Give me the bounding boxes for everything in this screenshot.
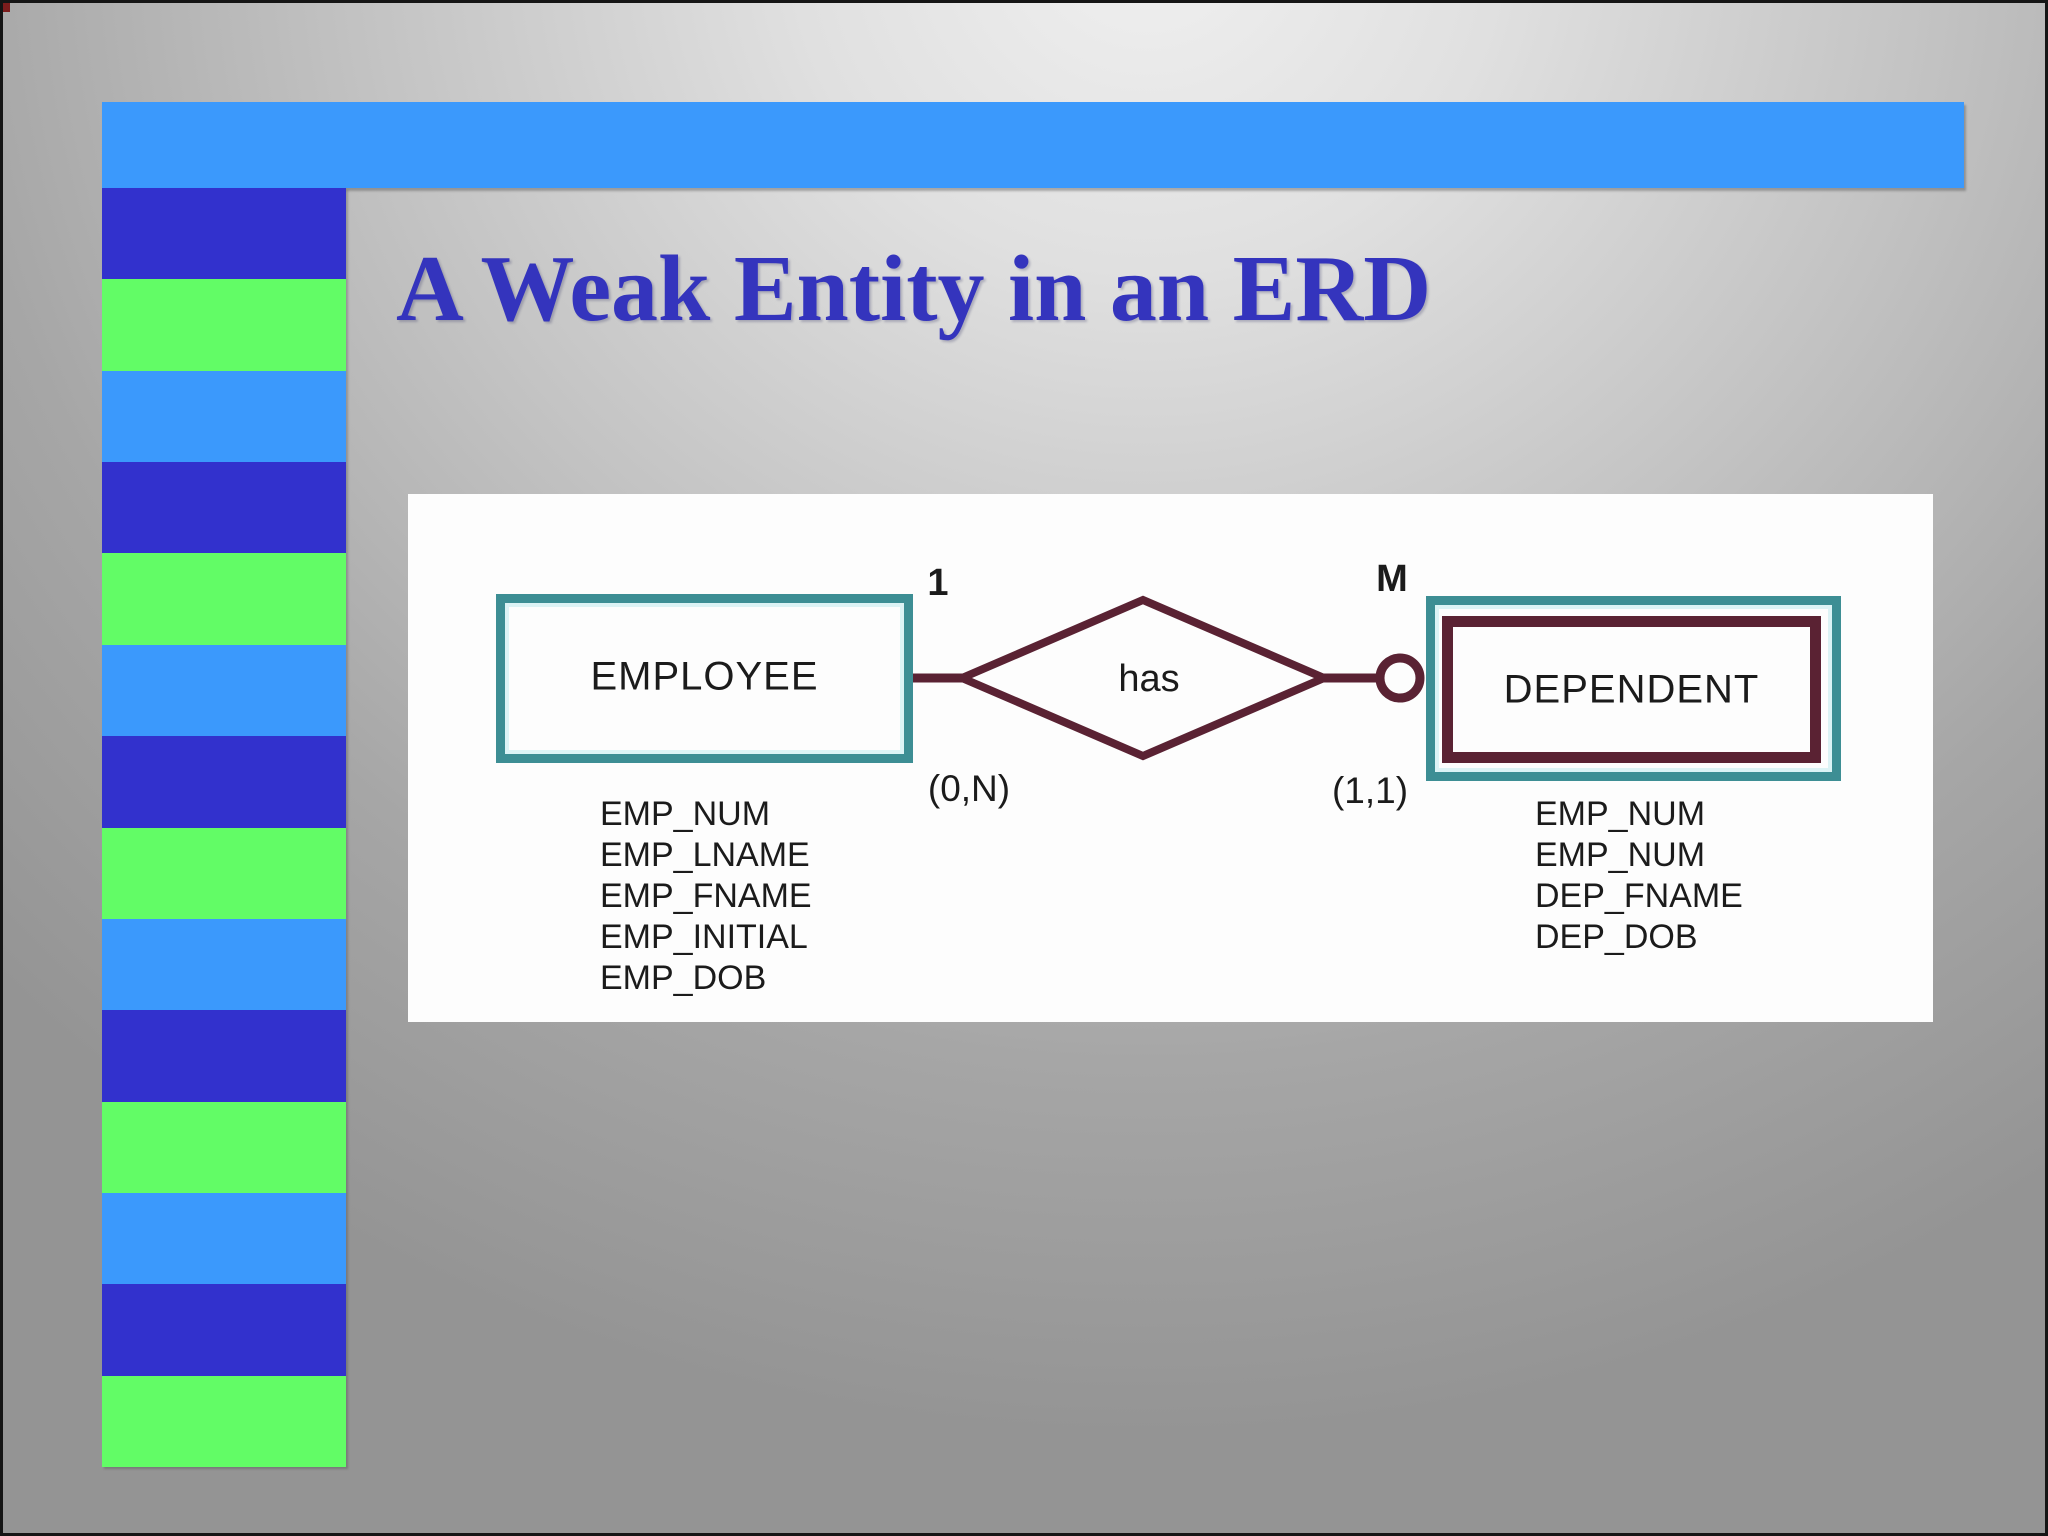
left-stripe-column <box>102 188 346 1468</box>
erd-connector-graphics <box>908 595 1425 761</box>
participation-right: (1,1) <box>1331 770 1409 811</box>
stripe <box>102 1010 346 1102</box>
attribute-item: EMP_NUM <box>1535 836 1706 874</box>
attribute-item: EMP_DOB <box>600 959 767 997</box>
attribute-item: EMP_INITIAL <box>600 918 808 956</box>
stripe <box>102 279 346 371</box>
dependent-attribute-list: EMP_NUM EMP_NUM DEP_FNAME DEP_DOB <box>1535 794 1743 958</box>
erd-diagram-panel: EMPLOYEE DEPENDENT 1 M has (0,N) (1,1) E… <box>408 494 1933 1022</box>
attribute-item: EMP_LNAME <box>600 836 810 874</box>
stripe <box>102 370 346 463</box>
top-accent-bar <box>102 102 1964 188</box>
attribute-item: EMP_FNAME <box>600 877 812 915</box>
stripe <box>102 827 346 919</box>
employee-entity-box: EMPLOYEE <box>496 594 913 763</box>
dependent-entity-box: DEPENDENT <box>1426 596 1841 781</box>
participation-left: (0,N) <box>927 768 1011 809</box>
corner-speck <box>3 3 10 12</box>
dependent-weak-entity-inner-box: DEPENDENT <box>1442 616 1821 763</box>
stripe <box>102 1192 346 1285</box>
relationship-label: has <box>1118 658 1180 700</box>
attribute-item: EMP_NUM <box>1535 795 1706 833</box>
stripe <box>102 736 346 828</box>
stripe <box>102 1375 346 1468</box>
optional-participation-ring <box>1375 653 1425 703</box>
stripe <box>102 644 346 737</box>
slide-title: A Weak Entity in an ERD <box>396 237 1432 341</box>
employee-attribute-list: EMP_NUM EMP_LNAME EMP_FNAME EMP_INITIAL … <box>600 794 812 999</box>
attribute-item: DEP_DOB <box>1535 918 1698 956</box>
dependent-entity-label: DEPENDENT <box>1503 667 1760 711</box>
attribute-item: EMP_NUM <box>600 795 771 833</box>
attribute-item: DEP_FNAME <box>1535 877 1743 915</box>
stripe <box>102 1284 346 1376</box>
cardinality-right: M <box>1376 558 1408 600</box>
stripe <box>102 918 346 1011</box>
stripe <box>102 462 346 554</box>
employee-entity-label: EMPLOYEE <box>590 654 819 699</box>
stripe <box>102 1101 346 1193</box>
stripe <box>102 553 346 645</box>
stripe <box>102 188 346 280</box>
cardinality-left: 1 <box>927 562 949 604</box>
